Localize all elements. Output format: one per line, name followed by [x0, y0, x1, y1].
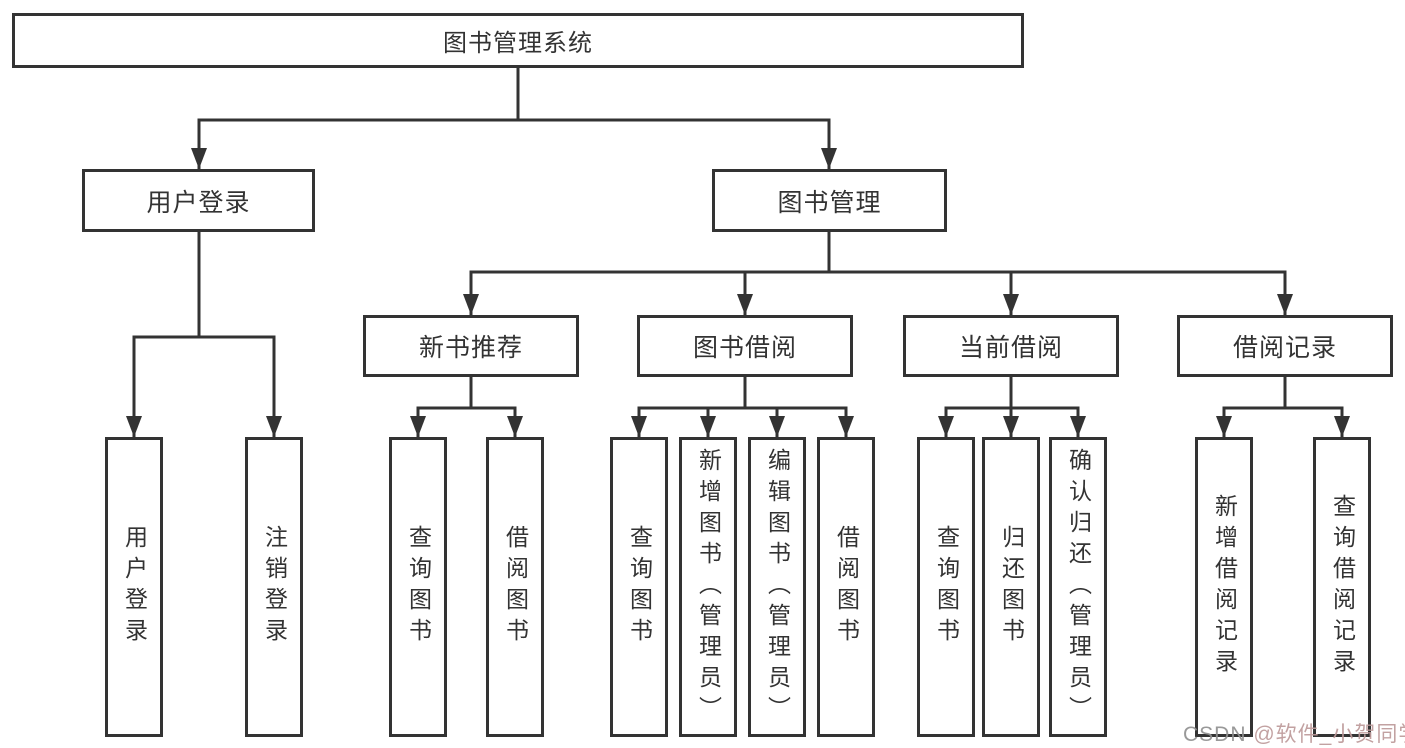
csdn-watermark: CSDN @软件_小贺同学 — [1183, 718, 1405, 748]
watermark-username: @软件_小贺同学 — [1253, 723, 1405, 746]
leaf-add-borrow-record: 新增借阅记录 — [1195, 437, 1253, 737]
node-borrow-records: 借阅记录 — [1177, 315, 1393, 377]
leaf-return-books: 归还图书 — [982, 437, 1040, 737]
arrowheads — [126, 148, 1350, 437]
leaf-user-login: 用户登录 — [105, 437, 163, 737]
node-current-borrow: 当前借阅 — [903, 315, 1119, 377]
leaf-query-books-borrow: 查询图书 — [610, 437, 668, 737]
leaf-edit-books-admin: 编辑图书（管理员） — [748, 437, 806, 737]
leaf-query-books-current: 查询图书 — [917, 437, 975, 737]
leaf-logout: 注销登录 — [245, 437, 303, 737]
leaf-borrow-books-recommend: 借阅图书 — [486, 437, 544, 737]
leaf-query-books-recommend: 查询图书 — [389, 437, 447, 737]
watermark-prefix: CSDN — [1183, 723, 1254, 746]
node-new-book-recommend: 新书推荐 — [363, 315, 579, 377]
leaf-add-books-admin: 新增图书（管理员） — [679, 437, 737, 737]
leaf-confirm-return-admin: 确认归还（管理员） — [1049, 437, 1107, 737]
leaf-query-borrow-record: 查询借阅记录 — [1313, 437, 1371, 737]
node-book-borrow: 图书借阅 — [637, 315, 853, 377]
node-book-management: 图书管理 — [712, 169, 947, 232]
leaf-borrow-books: 借阅图书 — [817, 437, 875, 737]
node-library-system: 图书管理系统 — [12, 13, 1024, 68]
node-user-login: 用户登录 — [82, 169, 315, 232]
